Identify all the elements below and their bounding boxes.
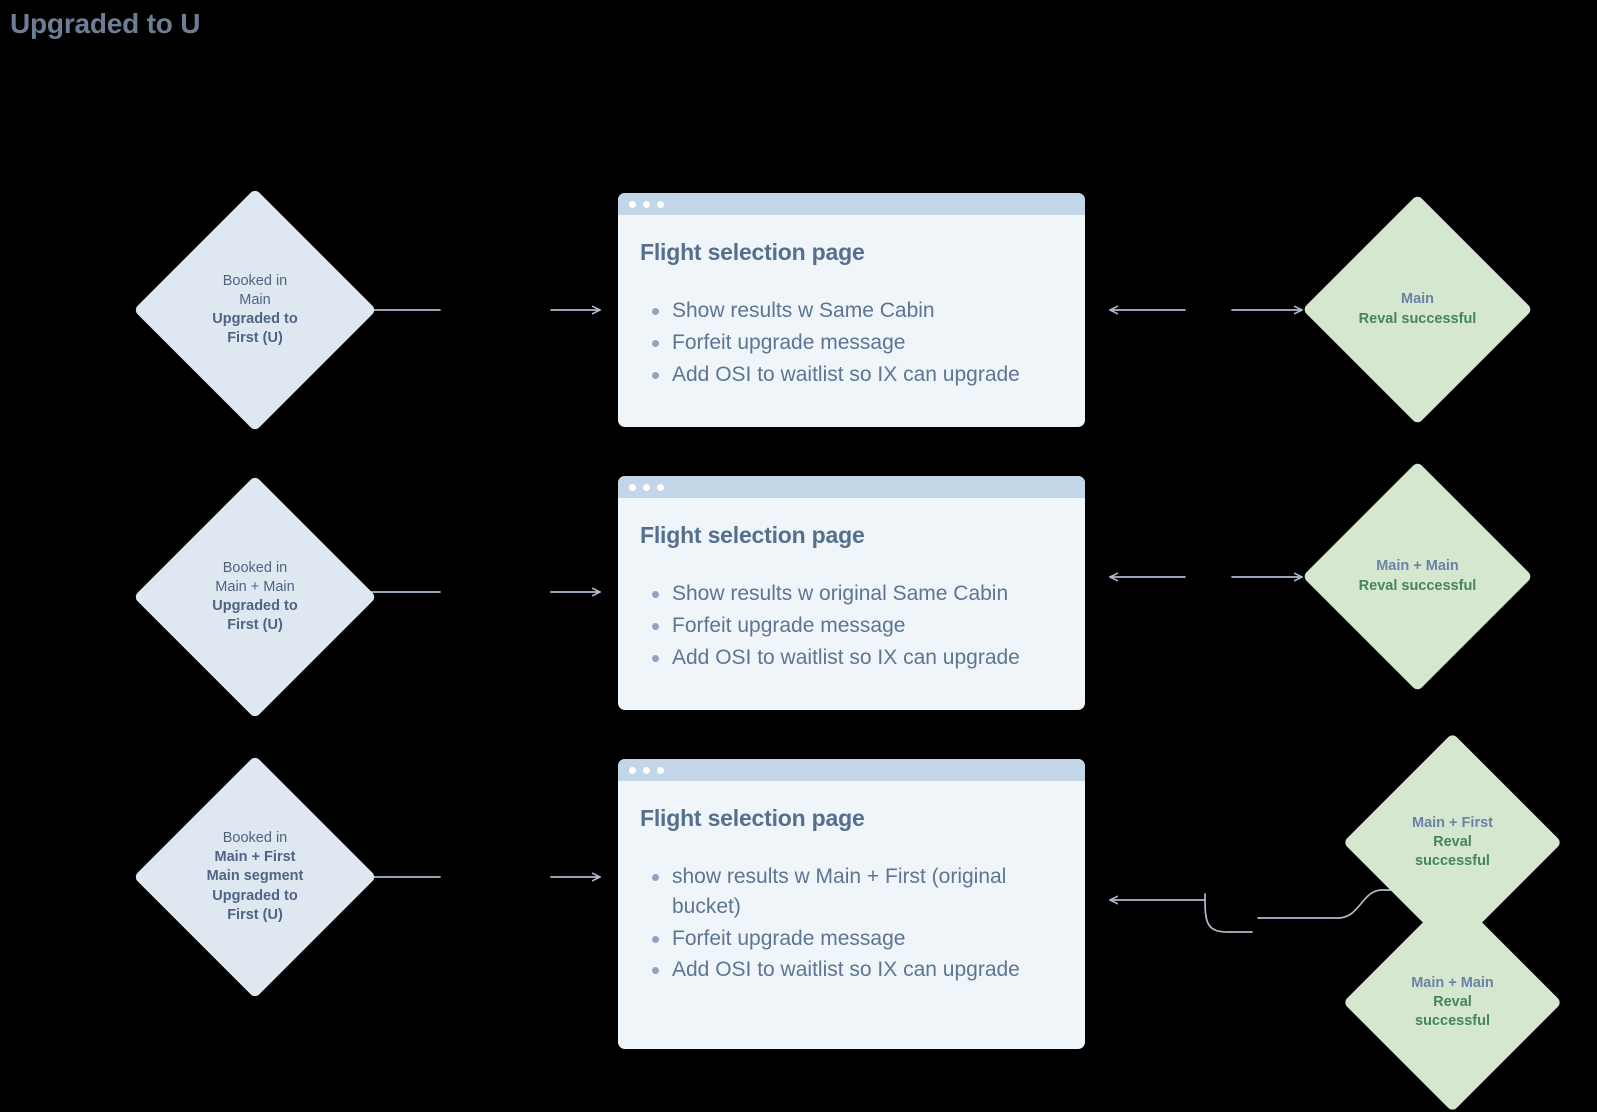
diamond-booked-in-main-upgraded-first[interactable]: Booked in Main Upgraded to First (U)	[133, 188, 377, 432]
diamond-line: Reval successful	[1358, 577, 1477, 594]
diamond-line: Booked in	[222, 830, 288, 847]
diamond-line: Main segment	[206, 868, 304, 885]
window-title-bar	[618, 476, 1085, 498]
diamond-label: Main Reval successful	[1359, 290, 1477, 328]
diamond-line: Reval successful	[1358, 310, 1477, 327]
diamond-main-main-reval-successful-2[interactable]: Main + Main Reval successful	[1342, 892, 1563, 1112]
diamond-label: Main + Main Reval successful	[1411, 974, 1494, 1031]
diamond-main-reval-successful[interactable]: Main Reval successful	[1302, 194, 1533, 425]
list-item: Add OSI to waitlist so IX can upgrade	[640, 643, 1059, 673]
page-title: Upgraded to U	[10, 8, 201, 39]
diamond-booked-in-main-main-upgraded-first[interactable]: Booked in Main + Main Upgraded to First …	[133, 475, 377, 719]
list-item: Add OSI to waitlist so IX can upgrade	[640, 360, 1059, 390]
window-title-bar	[618, 759, 1085, 781]
diamond-line: Main	[1400, 291, 1435, 308]
card-heading: Flight selection page	[640, 239, 865, 265]
flow-diagram-canvas: Booked in Main Upgraded to First (U) Fli…	[133, 188, 1563, 1112]
list-item: Forfeit upgrade message	[640, 924, 1059, 954]
list-item: Show results w original Same Cabin	[640, 579, 1059, 609]
list-item: Forfeit upgrade message	[640, 328, 1059, 358]
window-title-bar	[618, 193, 1085, 215]
diamond-line: Reval	[1433, 833, 1472, 850]
card-bullet-list: Show results w Same Cabin Forfeit upgrad…	[640, 296, 1059, 389]
diamond-label: Main + First Reval successful	[1412, 814, 1493, 871]
diamond-line: First (U)	[227, 617, 283, 634]
diamond-label: Booked in Main Upgraded to First (U)	[212, 272, 297, 349]
diamond-line: Reval	[1433, 993, 1472, 1010]
window-dot-red	[629, 200, 636, 208]
window-dot-yellow	[643, 483, 650, 491]
diamond-line: Booked in	[222, 559, 288, 576]
diamond-line: Booked in	[222, 272, 288, 289]
diamond-line: Main + First	[214, 849, 296, 866]
list-item: Add OSI to waitlist so IX can upgrade	[640, 955, 1059, 985]
window-body: Flight selection page show results w Mai…	[618, 781, 1085, 1005]
diamond-line: successful	[1415, 853, 1490, 870]
diamond-line: First (U)	[227, 330, 283, 347]
connector-row3-lower-branch-stub	[1204, 899, 1253, 933]
diamond-booked-in-main-first-main-segment-upgraded-first[interactable]: Booked in Main + First Main segment Upgr…	[133, 755, 377, 999]
diamond-line: Upgraded to	[212, 311, 298, 327]
flight-selection-page-card-3[interactable]: Flight selection page show results w Mai…	[618, 759, 1085, 1049]
diamond-label: Booked in Main + Main Upgraded to First …	[212, 559, 297, 636]
card-bullet-list: show results w Main + First (original bu…	[640, 862, 1059, 985]
diamond-line: Main	[239, 291, 271, 308]
diamond-line: First (U)	[227, 906, 283, 923]
window-body: Flight selection page Show results w ori…	[618, 498, 1085, 692]
card-bullet-list: Show results w original Same Cabin Forfe…	[640, 579, 1059, 672]
diamond-line: Upgraded to	[212, 887, 298, 904]
list-item: Show results w Same Cabin	[640, 296, 1059, 326]
diamond-line: Main + Main	[215, 578, 295, 595]
card-heading: Flight selection page	[640, 805, 865, 831]
flight-selection-page-card-2[interactable]: Flight selection page Show results w ori…	[618, 476, 1085, 710]
diamond-line: successful	[1415, 1013, 1490, 1030]
list-item: show results w Main + First (original bu…	[640, 862, 1059, 922]
diamond-main-main-reval-successful[interactable]: Main + Main Reval successful	[1302, 461, 1533, 692]
diamond-line: Main + First	[1412, 814, 1493, 831]
window-dot-green	[657, 766, 664, 774]
window-dot-green	[657, 200, 664, 208]
window-dot-yellow	[643, 766, 650, 774]
diamond-label: Booked in Main + First Main segment Upgr…	[207, 829, 304, 925]
diamond-line: Main + Main	[1411, 974, 1494, 991]
diamond-line: Upgraded to	[212, 598, 298, 614]
window-dot-red	[629, 766, 636, 774]
window-dot-green	[657, 483, 664, 491]
list-item: Forfeit upgrade message	[640, 611, 1059, 641]
window-body: Flight selection page Show results w Sam…	[618, 215, 1085, 409]
window-dot-yellow	[643, 200, 650, 208]
diamond-main-first-reval-successful[interactable]: Main + First Reval successful	[1342, 732, 1563, 953]
diamond-label: Main + Main Reval successful	[1359, 557, 1477, 595]
flight-selection-page-card-1[interactable]: Flight selection page Show results w Sam…	[618, 193, 1085, 427]
window-dot-red	[629, 483, 636, 491]
card-heading: Flight selection page	[640, 522, 865, 548]
diamond-line: Main + Main	[1376, 558, 1459, 575]
